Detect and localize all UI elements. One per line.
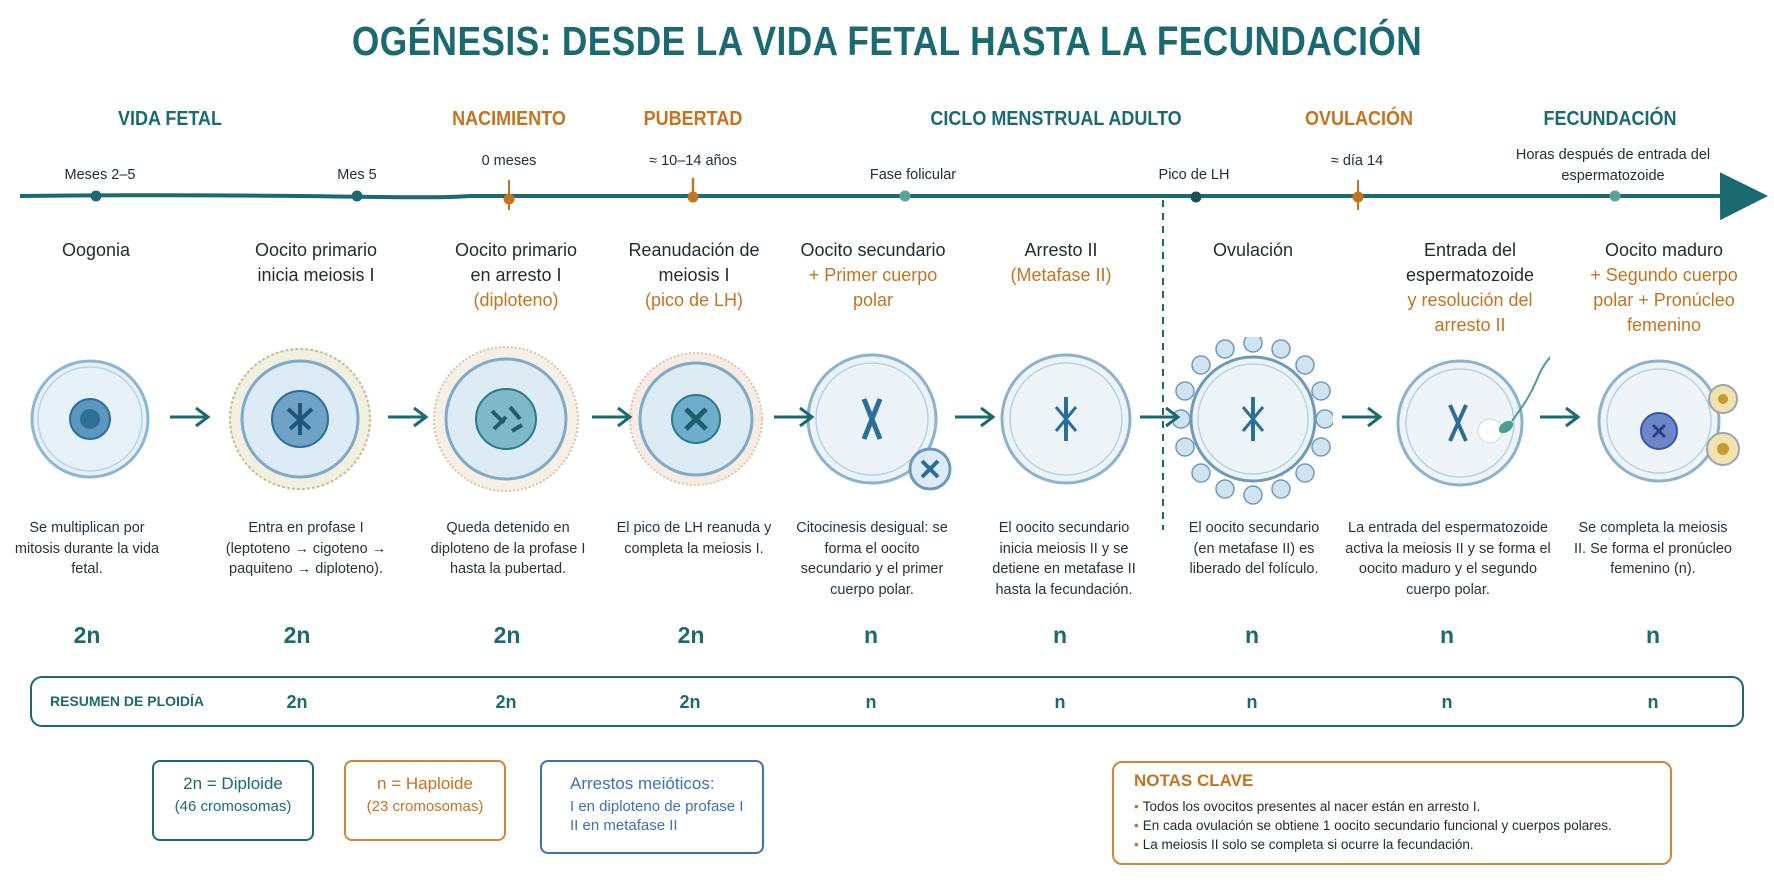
ploidy-value: n <box>1052 622 1068 648</box>
tick-dot-meses-2-5 <box>90 190 102 202</box>
key-note-item: •La meiosis II solo se completa si ocurr… <box>1134 837 1474 852</box>
arrow-right-icon <box>170 406 211 428</box>
ploidy-value: n <box>1645 622 1661 648</box>
mature-oocyte-pronucleus-illustration <box>1585 337 1745 507</box>
arrow-right-icon <box>1140 406 1181 428</box>
ploidy-summary-label: RESUMEN DE PLOIDÍA <box>50 693 205 709</box>
sperm-entry-illustration <box>1390 337 1555 507</box>
ploidy-value: n <box>1439 622 1455 648</box>
primary-oocyte-arrest-illustration <box>426 337 586 507</box>
metaphase-ii-arrest-illustration <box>986 337 1146 507</box>
key-notes-box: NOTAS CLAVE •Todos los ovocitos presente… <box>1112 761 1672 865</box>
stage-description-arresto-i: Queda detenido en diploteno de la profas… <box>430 520 586 577</box>
tick-label-fecundacion-horas: Horas después de entrada del espermatozo… <box>1515 147 1711 185</box>
ovulation-cumulus-illustration <box>1171 333 1335 507</box>
legend-haploid: n = Haploide (23 cromosomas) <box>344 760 506 841</box>
tick-dot-fase-folicular <box>899 190 911 202</box>
stage-title-arresto-ii: Arresto II(Metafase II) <box>1010 240 1112 285</box>
meiosis-i-resumption-illustration <box>616 337 776 507</box>
tick-label-0-meses: 0 meses <box>481 153 537 169</box>
ploidy-value: 2n <box>283 622 311 648</box>
tick-dot-mes-5 <box>351 190 363 202</box>
ploidy-value: n <box>1244 622 1260 648</box>
stage-description-oocito-secundario: Citocinesis desigual: se forma el oocito… <box>796 520 948 598</box>
key-notes-title: NOTAS CLAVE <box>1134 771 1254 790</box>
phase-ovulacion: OVULACIÓN <box>1305 108 1413 130</box>
stage-description-meiosis-i: Entra en profase I (leptoteno → cigoteno… <box>225 520 387 577</box>
summary-ploidy-value: n <box>865 692 877 712</box>
tick-label-mes-5: Mes 5 <box>337 167 377 183</box>
key-note-item: •En cada ovulación se obtiene 1 oocito s… <box>1134 818 1612 833</box>
tick-label-pubertad-edad: ≈ 10–14 años <box>649 153 737 169</box>
arrow-right-icon <box>1342 406 1383 428</box>
stage-description-oocito-maduro: Se completa la meiosis II. Se forma el p… <box>1574 520 1732 577</box>
primary-oocyte-meiosis-illustration <box>220 337 380 507</box>
summary-ploidy-value: n <box>1441 692 1453 712</box>
arrow-right-icon <box>388 406 429 428</box>
ploidy-value: 2n <box>73 622 101 648</box>
tick-dot-fecundacion <box>1609 190 1621 202</box>
summary-ploidy-value: n <box>1054 692 1066 712</box>
tick-label-fase-folicular: Fase folicular <box>869 167 957 183</box>
ploidy-value: 2n <box>677 622 705 648</box>
stage-title-ovulacion: Ovulación <box>1212 240 1294 260</box>
summary-ploidy-value: n <box>1246 692 1258 712</box>
phase-fecundacion: FECUNDACIÓN <box>1543 108 1677 130</box>
summary-ploidy-value: 2n <box>495 692 517 712</box>
oogonia-cell-illustration <box>10 337 170 507</box>
tick-label-meses-2-5: Meses 2–5 <box>64 167 136 183</box>
tick-dot-pico-lh <box>1190 191 1202 203</box>
stage-description-arresto-ii: El oocito secundario inicia meiosis II y… <box>992 520 1136 598</box>
legend-diploid: 2n = Diploide (46 cromosomas) <box>152 760 314 841</box>
tick-label-dia-14: ≈ día 14 <box>1330 153 1384 169</box>
summary-ploidy-value: 2n <box>286 692 308 712</box>
key-note-item: •Todos los ovocitos presentes al nacer e… <box>1134 799 1481 814</box>
ploidy-value: n <box>863 622 879 648</box>
timeline-axis <box>19 195 1760 197</box>
summary-ploidy-value: 2n <box>679 692 701 712</box>
stage-description-reanudacion: El pico de LH reanuda y completa la meio… <box>616 520 772 557</box>
phase-pubertad: PUBERTAD <box>643 108 743 130</box>
tick-dot-pubertad <box>687 191 699 203</box>
stage-title-oocito-primario-meiosis: Oocito primario inicia meiosis I <box>254 240 378 285</box>
stage-description-oogonia: Se multiplican por mitosis durante la vi… <box>14 520 160 577</box>
phase-nacimiento: NACIMIENTO <box>452 108 566 130</box>
stage-title-oogonia: Oogonia <box>61 240 131 260</box>
stage-title-oocito-secundario: Oocito secundario+ Primer cuerpo polar <box>800 240 946 310</box>
stage-description-ovulacion: El oocito secundario (en metafase II) es… <box>1188 520 1320 577</box>
phase-vida-fetal: VIDA FETAL <box>118 108 222 130</box>
ploidy-summary-box <box>30 676 1744 727</box>
stage-title-arresto-i: Oocito primario en arresto I(diploteno) <box>454 240 578 310</box>
phase-ciclo-menstrual: CICLO MENSTRUAL ADULTO <box>930 108 1182 130</box>
arrow-right-icon <box>1540 406 1581 428</box>
stage-description-entrada: La entrada del espermatozoide activa la … <box>1345 520 1551 598</box>
arrow-right-icon <box>592 406 633 428</box>
ploidy-value: 2n <box>493 622 521 648</box>
arrow-right-icon <box>774 406 815 428</box>
stage-title-oocito-maduro: Oocito maduro+ Segundo cuerpo polar + Pr… <box>1590 240 1738 335</box>
stage-title-reanudacion: Reanudación de meiosis I(pico de LH) <box>628 240 760 310</box>
legend-meiotic-arrests: Arrestos meióticos: I en diploteno de pr… <box>540 760 764 854</box>
tick-label-pico-lh: Pico de LH <box>1158 167 1230 183</box>
summary-ploidy-value: n <box>1647 692 1659 712</box>
arrow-right-icon <box>955 406 996 428</box>
page-title: OGÉNESIS: DESDE LA VIDA FETAL HASTA LA F… <box>351 18 1423 64</box>
secondary-oocyte-polar-body-illustration <box>792 337 952 507</box>
